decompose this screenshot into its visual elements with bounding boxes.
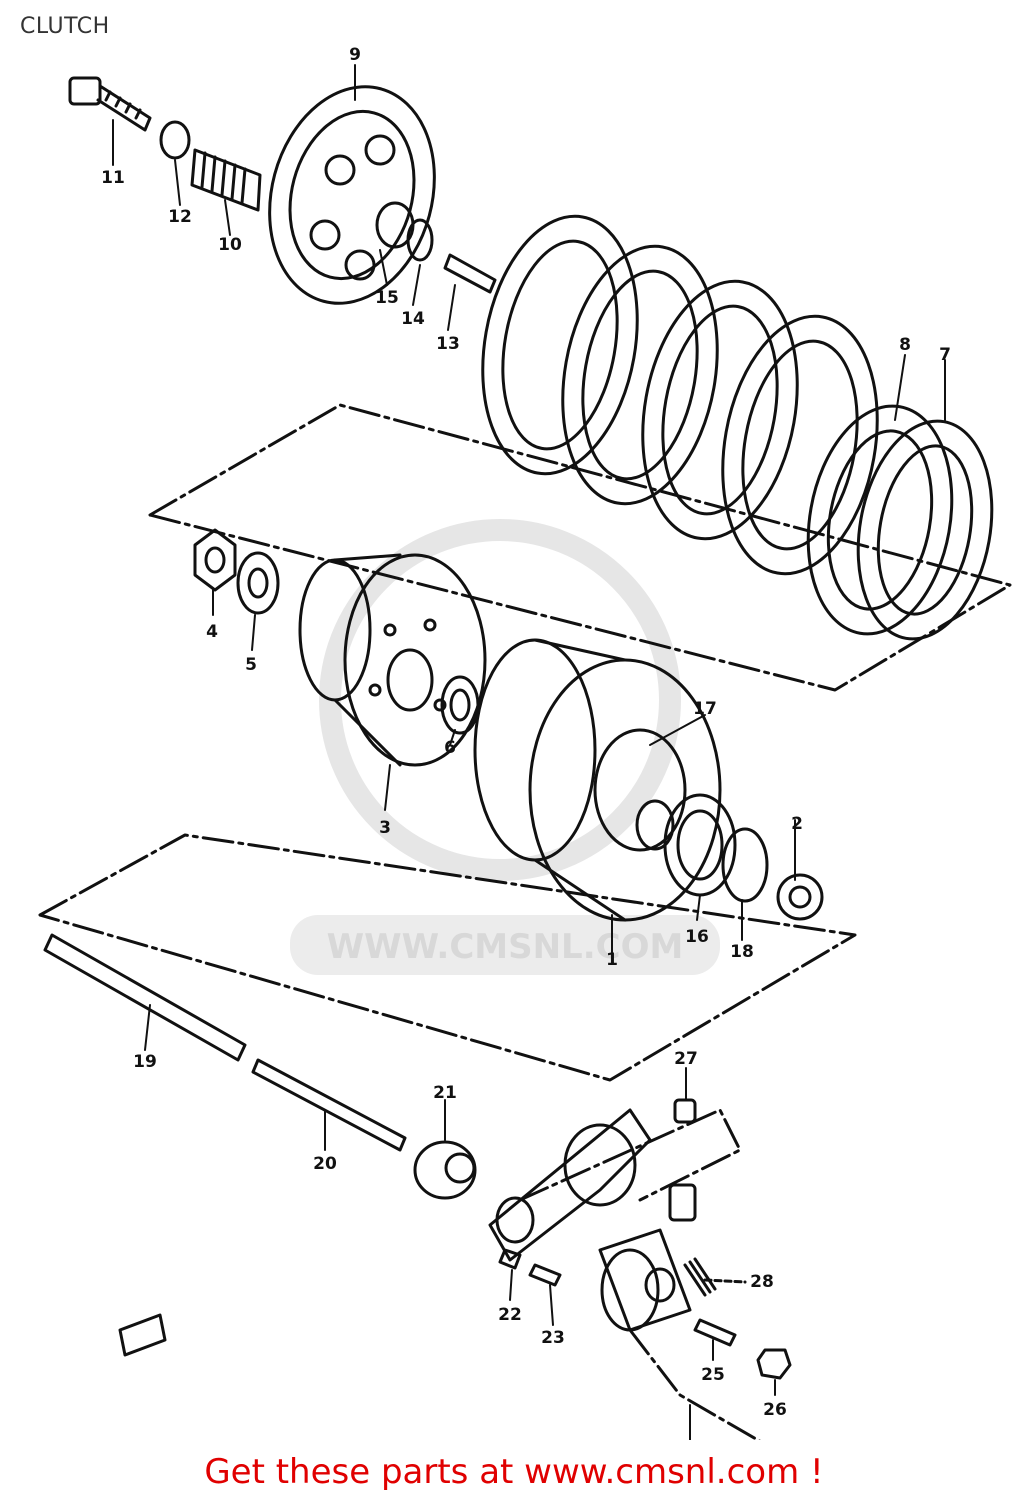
part-clutch-plates	[481, 214, 994, 641]
part-label-14: 14	[401, 309, 425, 329]
part-number-labels: 1 2 3 4 5 6 7 8 9 10 11 12 13 14 15 16 1…	[101, 45, 951, 1420]
assembly-outline-lower	[518, 1108, 742, 1202]
part-pressure-plate	[268, 85, 436, 305]
part-label-8: 8	[899, 335, 911, 355]
part-label-11: 11	[101, 168, 125, 188]
part-label-7: 7	[939, 345, 951, 365]
part-label-21: 21	[433, 1083, 457, 1103]
part-screw-23	[528, 1263, 562, 1287]
part-label-23: 23	[541, 1328, 565, 1348]
part-release-mechanism	[598, 1183, 697, 1332]
part-label-22: 22	[498, 1305, 522, 1325]
assembly-outline-middle	[38, 833, 857, 1082]
part-label-28: 28	[750, 1272, 774, 1292]
part-gasket	[488, 1108, 652, 1262]
part-washer-2	[776, 873, 824, 921]
part-washer	[159, 120, 191, 160]
footer-link-text[interactable]: Get these parts at www.cmsnl.com !	[204, 1452, 824, 1492]
part-bearing	[406, 218, 434, 262]
part-adjuster	[693, 1318, 737, 1347]
part-lock-washer	[236, 551, 280, 615]
part-label-26: 26	[763, 1400, 787, 1420]
part-label-12: 12	[168, 207, 192, 227]
part-nut-26	[756, 1348, 792, 1380]
part-spring	[190, 148, 262, 212]
part-label-6: 6	[444, 738, 456, 758]
clutch-exploded-diagram: WWW.CMSNL.COM	[38, 45, 1012, 1440]
part-label-2: 2	[791, 814, 803, 834]
part-circlip	[721, 827, 769, 903]
part-push-rod-long	[43, 933, 247, 1062]
part-sleeve-hub	[298, 553, 487, 767]
part-label-25: 25	[701, 1365, 725, 1385]
part-push-rod-short	[251, 1058, 407, 1152]
page-title: CLUTCH	[20, 14, 110, 39]
part-spring-28	[683, 1257, 717, 1297]
part-label-3: 3	[379, 818, 391, 838]
part-label-16: 16	[685, 927, 709, 947]
part-misc	[118, 1313, 167, 1357]
part-bolt-27	[673, 1098, 697, 1124]
part-dowel	[498, 1248, 522, 1270]
part-thrust-washer	[440, 675, 480, 735]
part-label-18: 18	[730, 942, 754, 962]
part-label-27: 27	[674, 1049, 698, 1069]
part-label-17: 17	[693, 699, 717, 719]
part-clutch-housing	[473, 638, 722, 922]
part-label-20: 20	[313, 1154, 337, 1174]
part-label-5: 5	[245, 655, 257, 675]
part-label-15: 15	[375, 288, 399, 308]
assembly-outline-upper	[148, 403, 1012, 692]
watermark-text: WWW.CMSNL.COM	[327, 927, 684, 967]
part-label-1: 1	[606, 950, 618, 970]
part-label-4: 4	[206, 622, 218, 642]
footer-link-banner[interactable]: Get these parts at www.cmsnl.com !	[0, 1452, 1028, 1492]
part-label-13: 13	[436, 334, 460, 354]
part-push-piece	[443, 253, 497, 294]
assembly-outline-bottom	[628, 1328, 761, 1440]
part-label-10: 10	[218, 235, 242, 255]
part-label-19: 19	[133, 1052, 157, 1072]
part-release-bearing	[413, 1140, 477, 1200]
part-bolt	[68, 76, 152, 132]
part-label-9: 9	[349, 45, 361, 65]
part-nut	[193, 528, 237, 592]
watermark: WWW.CMSNL.COM	[290, 519, 720, 975]
